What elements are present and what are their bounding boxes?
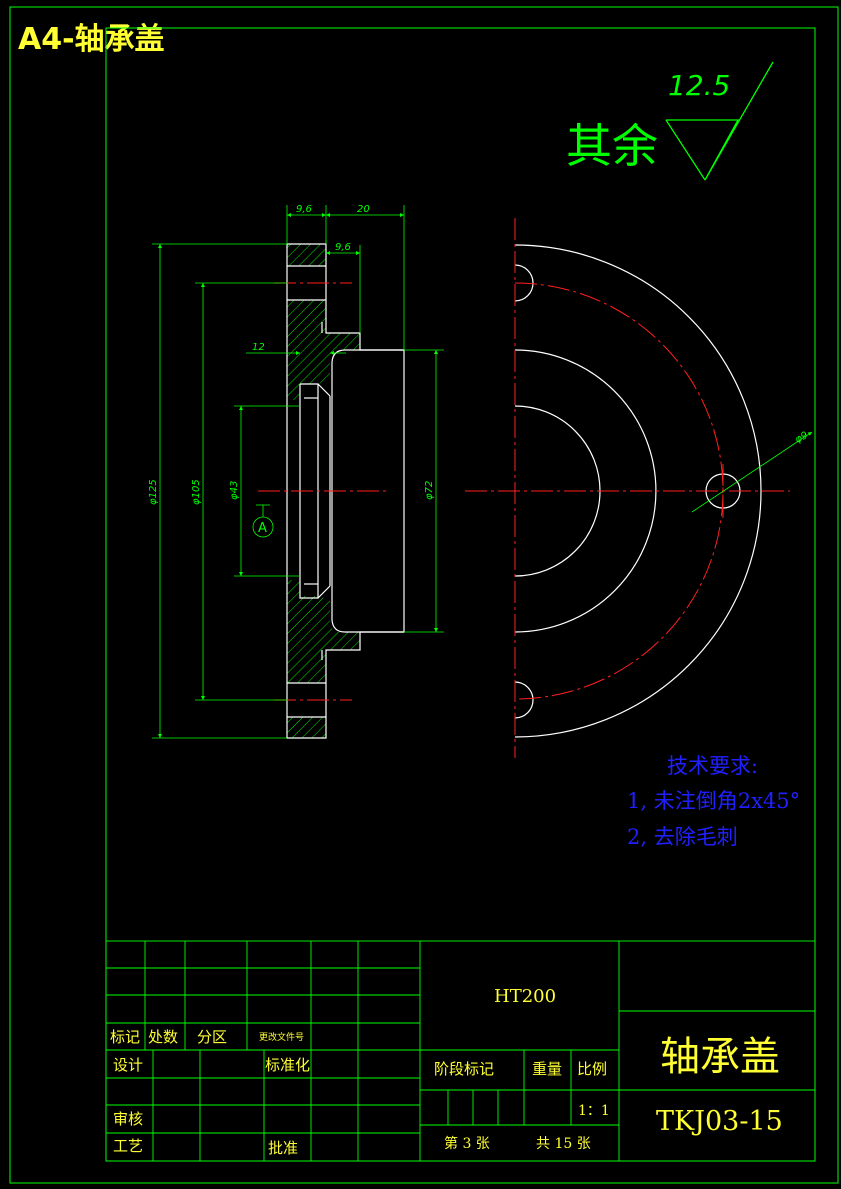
label-review: 审核 [113, 1110, 143, 1128]
dim-phi72: φ72 [424, 481, 435, 500]
roughness-symbol: 其余 12.5 [566, 61, 774, 181]
roughness-prefix: 其余 [566, 119, 658, 173]
technical-requirements: 技术要求: 1, 未注倒角2x45° 2, 去除毛刺 [627, 754, 800, 849]
datum-label: A [258, 521, 267, 536]
outer-frame [9, 6, 839, 1184]
sheet-total: 共 15 张 [536, 1136, 591, 1152]
label-process: 工艺 [113, 1137, 143, 1155]
title-block-labels: 标记 处数 分区 更改文件号 设计 标准化 审核 工艺 批准 阶段标记 重量 比… [110, 986, 783, 1157]
title-block [105, 940, 816, 1162]
requirement-1: 1, 未注倒角2x45° [627, 789, 800, 813]
inner-frame [105, 27, 816, 1162]
label-mark: 标记 [110, 1028, 140, 1046]
section-view [258, 243, 405, 739]
dim-9-6-top: 9,6 [296, 204, 312, 215]
label-scale: 比例 [577, 1060, 607, 1078]
label-stage-mark: 阶段标记 [434, 1060, 494, 1078]
dim-phi105: φ105 [191, 479, 202, 505]
label-change-doc: 更改文件号 [259, 1031, 304, 1043]
half-view [465, 218, 813, 758]
dim-20: 20 [357, 204, 370, 215]
material: HT200 [494, 986, 556, 1007]
dim-phi9: φ9 [793, 430, 810, 446]
requirements-title: 技术要求: [667, 754, 758, 778]
dim-9-6-inner: 9,6 [335, 242, 351, 253]
label-standardization: 标准化 [265, 1056, 310, 1074]
sheet-number: 第 3 张 [444, 1135, 490, 1152]
scale-value: 1：1 [578, 1103, 610, 1119]
label-design: 设计 [113, 1056, 143, 1074]
part-name: 轴承盖 [660, 1034, 780, 1080]
dim-phi43: φ43 [229, 481, 240, 500]
label-approve: 批准 [268, 1139, 298, 1157]
label-count: 处数 [148, 1028, 178, 1046]
dim-phi125: φ125 [148, 479, 159, 505]
roughness-value: 12.5 [668, 69, 730, 102]
requirement-2: 2, 去除毛刺 [627, 825, 738, 849]
label-weight: 重量 [532, 1060, 562, 1078]
dim-12: 12 [252, 342, 265, 353]
drawing-number: TKJ03-15 [656, 1106, 783, 1137]
section-dimensions [152, 205, 444, 739]
label-zone: 分区 [197, 1028, 227, 1046]
